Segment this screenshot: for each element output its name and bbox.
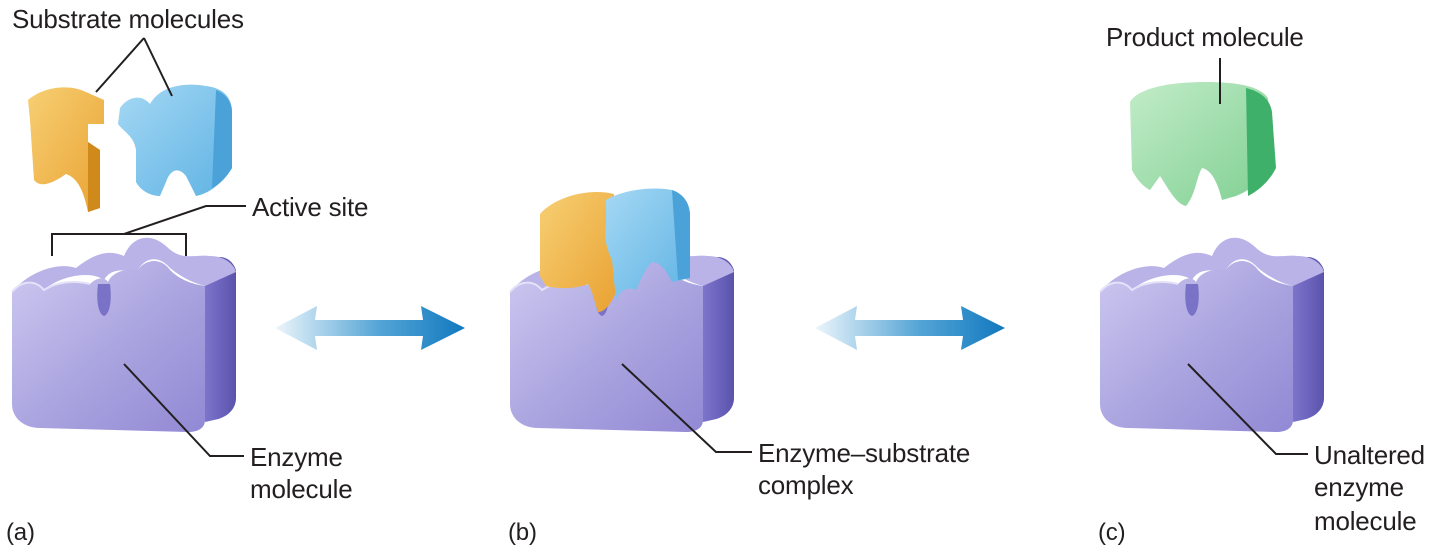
substrate-orange: [28, 87, 104, 212]
panel-letter-c: (c): [1098, 519, 1126, 546]
label-es-complex-line2: complex: [758, 470, 854, 500]
label-es-complex-line1: Enzyme–substrate: [758, 438, 971, 468]
panel-letter-a: (a): [6, 519, 35, 546]
enzyme-molecule-a: [11, 236, 237, 433]
label-enzyme-molecule-line1: Enzyme: [250, 442, 343, 472]
bound-substrate-orange: [540, 192, 616, 312]
bound-substrate-blue: [605, 188, 690, 300]
panel-letter-b: (b): [508, 519, 537, 546]
substrate-blue: [118, 84, 232, 196]
label-unaltered-line1: Unaltered: [1314, 440, 1425, 470]
label-active-site: Active site: [252, 192, 369, 222]
unaltered-enzyme-molecule: [1099, 236, 1325, 433]
label-substrate-molecules: Substrate molecules: [12, 4, 244, 34]
product-molecule: [1130, 82, 1276, 206]
label-unaltered-line3: molecule: [1314, 506, 1417, 536]
reversible-arrow-1: [275, 306, 465, 350]
label-unaltered-line2: enzyme: [1314, 472, 1404, 502]
reversible-arrow-2: [815, 306, 1005, 350]
label-product-molecule: Product molecule: [1106, 22, 1304, 52]
label-enzyme-molecule-line2: molecule: [250, 474, 353, 504]
